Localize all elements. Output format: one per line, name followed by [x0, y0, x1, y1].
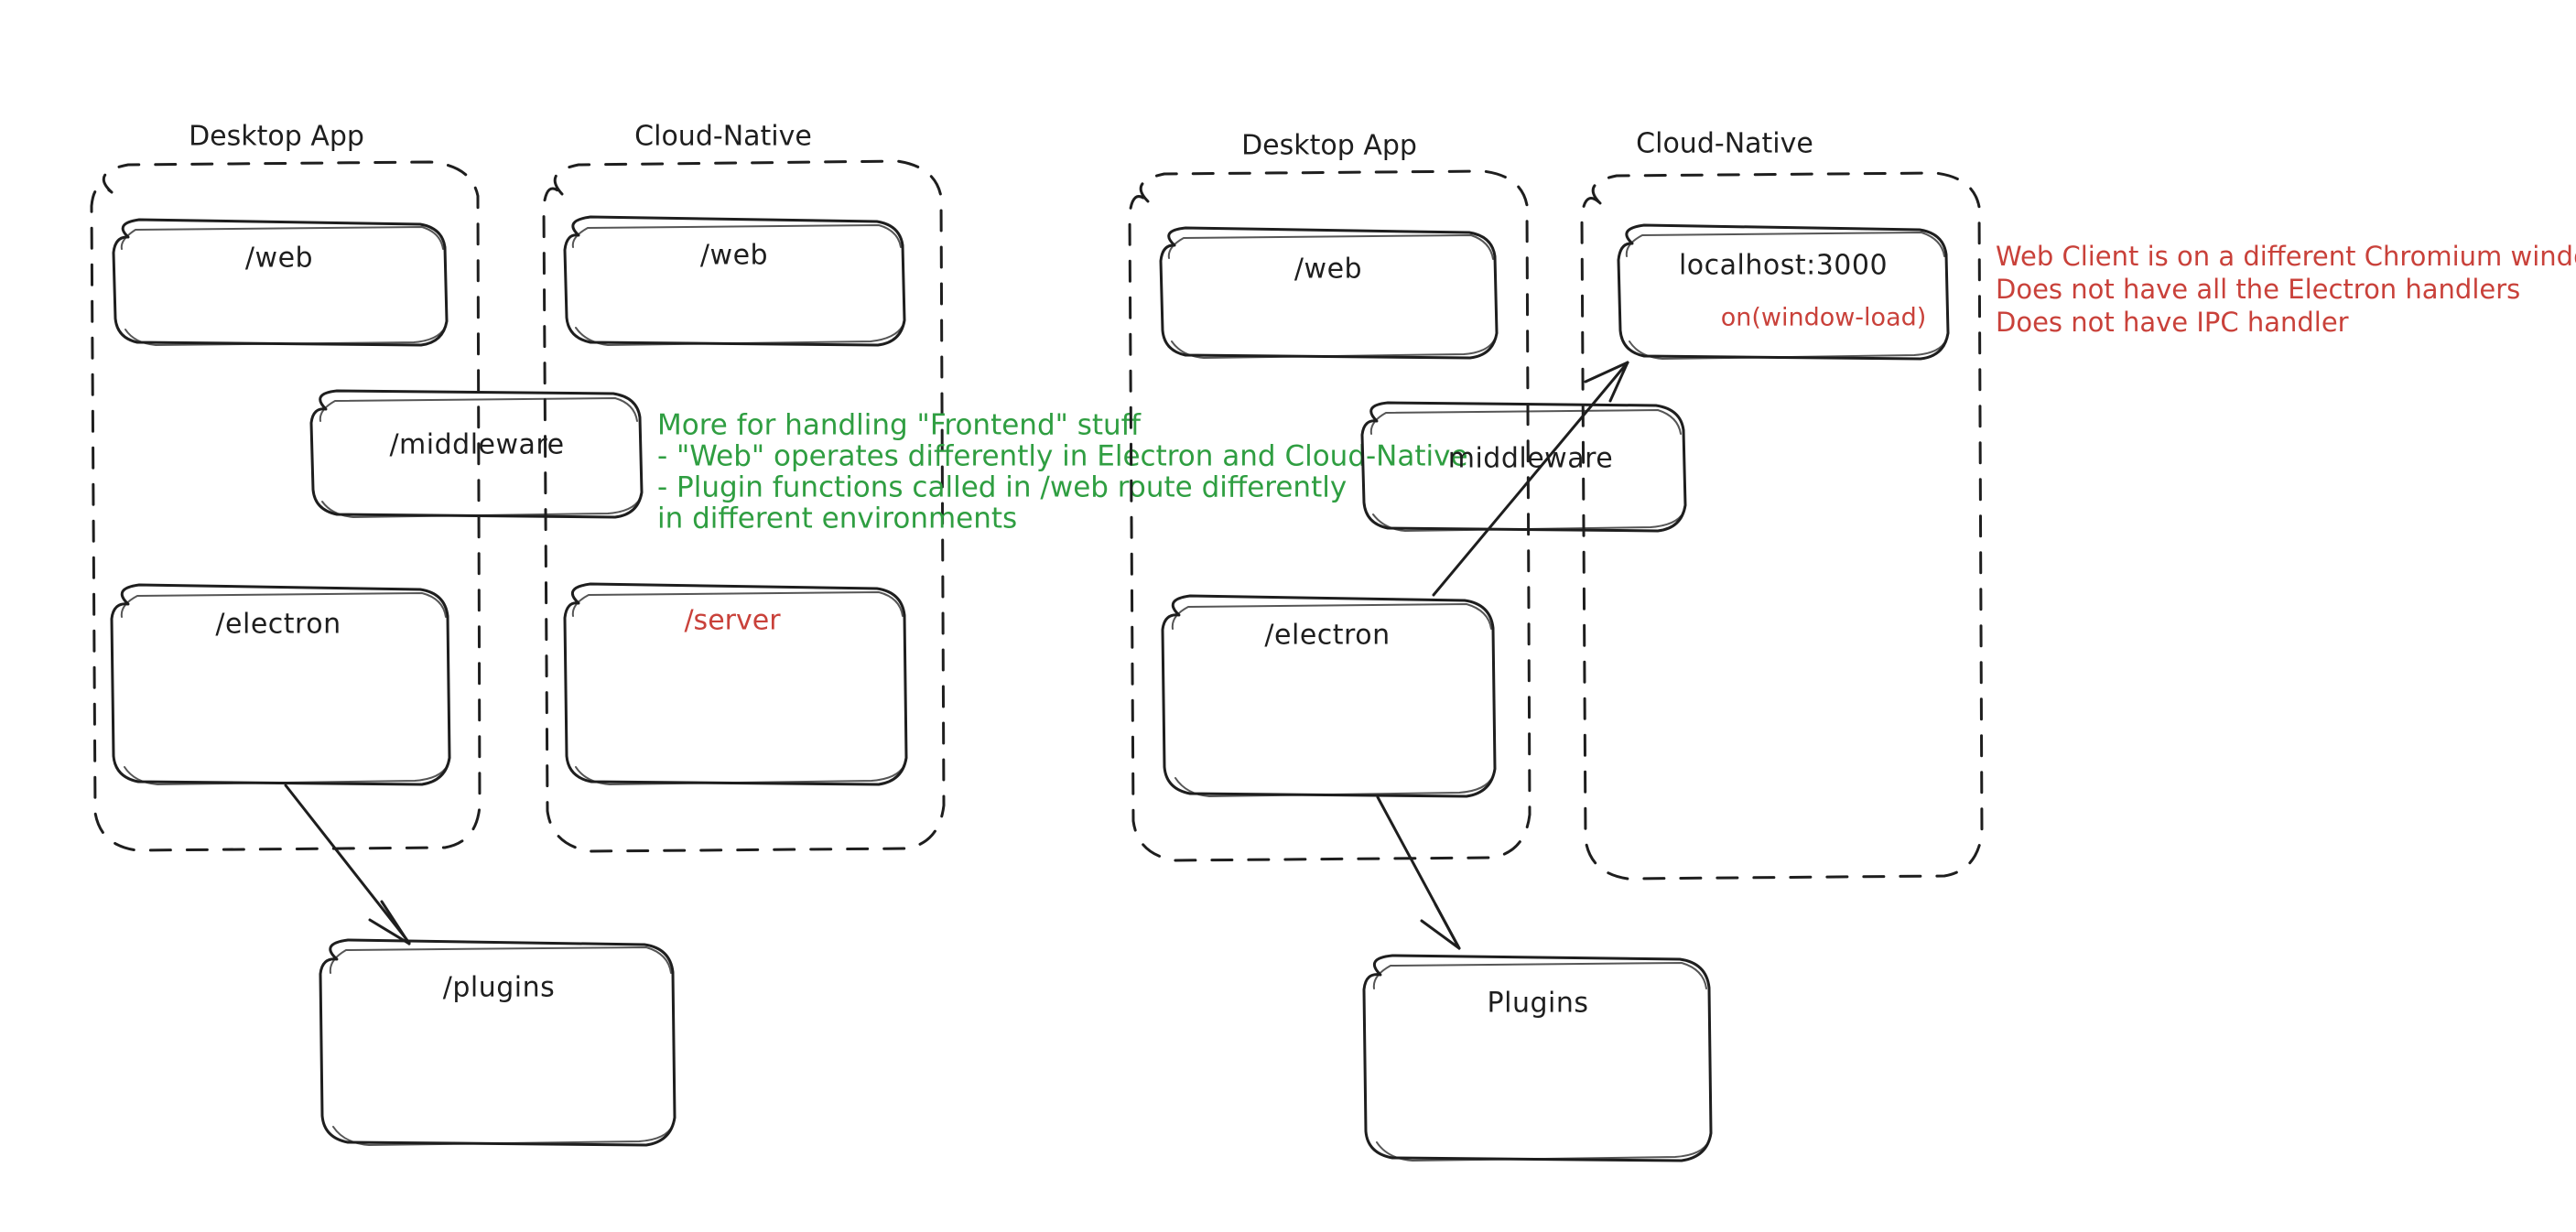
node-left-desktop-electron[interactable]: /electron — [110, 583, 451, 786]
node-left-cloud-server[interactable]: /server — [563, 582, 908, 786]
arrow-right-electron-to-plugins — [1376, 795, 1461, 950]
note-red-line-3: Does not have IPC handler — [1996, 307, 2349, 338]
group-container-left-cloud-native — [542, 159, 946, 853]
group-title-right-cloud-native: Cloud-Native — [1636, 128, 1813, 160]
arrow-right-electron-to-localhost — [1432, 361, 1629, 597]
group-container-left-desktop-app — [90, 160, 482, 852]
group-title-left-cloud-native: Cloud-Native — [634, 121, 812, 153]
node-label-left-desktop-web: /web — [245, 243, 313, 275]
node-sublabel-right-localhost: on(window-load) — [1721, 304, 1927, 332]
group-container-right-cloud-native — [1580, 171, 1984, 881]
note-red-right: Web Client is on a different Chromium wi… — [1996, 241, 2576, 338]
node-left-plugins[interactable]: /plugins — [319, 938, 676, 1147]
node-left-desktop-web[interactable]: /web — [112, 218, 449, 347]
arrow-left-electron-to-plugins — [284, 784, 411, 946]
group-title-left-desktop-app: Desktop App — [189, 121, 364, 153]
node-left-cloud-web[interactable]: /web — [563, 215, 906, 347]
node-right-desktop-electron[interactable]: /electron — [1161, 594, 1497, 798]
node-label-right-desktop-web: /web — [1294, 254, 1362, 286]
node-label-right-localhost: localhost:3000 — [1679, 250, 1888, 282]
group-container-right-desktop-app — [1128, 169, 1532, 862]
node-label-right-middleware: middleware — [1448, 443, 1614, 475]
note-green-line-4: in different environments — [657, 503, 1017, 535]
node-right-plugins[interactable]: Plugins — [1362, 954, 1713, 1162]
node-label-left-desktop-electron: /electron — [215, 609, 341, 641]
node-left-middleware[interactable]: /middleware — [309, 389, 644, 519]
note-green-line-2: - "Web" operates differently in Electron… — [657, 440, 1468, 473]
node-label-left-plugins: /plugins — [443, 972, 556, 1004]
note-green-line-3: - Plugin functions called in /web route … — [657, 471, 1347, 504]
node-label-left-cloud-server: /server — [684, 605, 781, 637]
note-green-line-1: More for handling "Frontend" stuff — [657, 409, 1142, 442]
node-right-desktop-web[interactable]: /web — [1159, 226, 1499, 360]
node-right-middleware[interactable]: middleware — [1360, 401, 1687, 533]
group-title-right-desktop-app: Desktop App — [1241, 130, 1417, 162]
node-label-right-desktop-electron: /electron — [1264, 620, 1390, 652]
note-red-line-2: Does not have all the Electron handlers — [1996, 274, 2520, 305]
note-red-line-1: Web Client is on a different Chromium wi… — [1996, 241, 2576, 272]
note-green-left: More for handling "Frontend" stuff - "We… — [657, 409, 1468, 535]
node-label-left-cloud-web: /web — [700, 240, 768, 272]
node-label-right-plugins: Plugins — [1488, 988, 1589, 1020]
node-right-localhost[interactable]: localhost:3000 on(window-load) — [1617, 223, 1950, 361]
node-label-left-middleware: /middleware — [389, 429, 564, 461]
